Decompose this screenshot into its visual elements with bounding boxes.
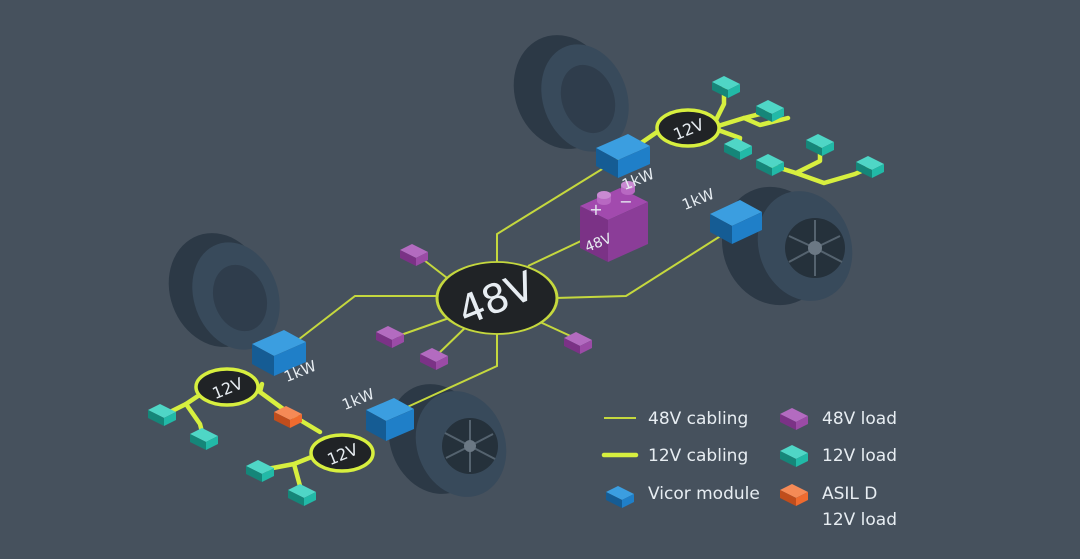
hub-12v-front-right: 12V xyxy=(309,433,375,473)
legend-label-vicor-module: Vicor module xyxy=(648,484,760,504)
wheel-rear-left xyxy=(513,35,629,152)
vicor-module-front-left xyxy=(252,330,306,376)
vicor-module-rear-top xyxy=(596,134,650,178)
battery-48v: + − 48V xyxy=(580,181,648,262)
hub-48v: 48V xyxy=(435,261,559,335)
legend-label-48v-cabling: 48V cabling xyxy=(648,409,748,429)
load-12v-rear-4 xyxy=(806,134,834,156)
battery-plus-label: + xyxy=(589,200,602,219)
load-12v-front-3 xyxy=(246,460,274,482)
load-12v-rear-2 xyxy=(756,100,784,122)
vicor-module-rear-right xyxy=(710,200,762,244)
vicor-module-front-bottom xyxy=(366,398,414,441)
load-12v-front-2 xyxy=(190,428,218,450)
legend-label-12v-load: 12V load xyxy=(822,446,897,466)
load-12v-front-1 xyxy=(148,404,176,426)
legend-item-asil-d: ASIL D 12V load xyxy=(780,484,897,530)
legend-label-48v-load: 48V load xyxy=(822,409,897,429)
legend-label-12v-cabling: 12V cabling xyxy=(648,446,748,466)
load-48v-top xyxy=(400,244,428,266)
legend-item-vicor-module: Vicor module xyxy=(606,484,760,508)
load-12v-rear-1 xyxy=(712,76,740,98)
load-12v-rear-6 xyxy=(856,156,884,178)
hub-12v-front-left: 12V xyxy=(194,367,260,407)
cables-48v xyxy=(284,157,731,415)
legend-item-12v-load: 12V load xyxy=(780,445,897,467)
load-48v-bottom xyxy=(420,348,448,370)
load-12v-front-4 xyxy=(288,484,316,506)
asil-d-load xyxy=(274,406,302,428)
load-48v-left xyxy=(376,326,404,348)
wheel-front-left xyxy=(168,233,280,350)
legend-item-48v-load: 48V load xyxy=(780,408,897,430)
legend-item-12v-cabling: 12V cabling xyxy=(601,446,748,466)
load-48v-right xyxy=(564,332,592,354)
legend-label-asil-line1: ASIL D xyxy=(822,484,877,504)
legend: 48V cabling 12V cabling Vicor module 48V… xyxy=(601,408,897,530)
hub-12v-rear: 12V xyxy=(655,108,721,148)
load-12v-rear-5 xyxy=(756,154,784,176)
battery-minus-label: − xyxy=(619,192,632,211)
legend-item-48v-cabling: 48V cabling xyxy=(604,409,748,429)
legend-label-asil-line2: 12V load xyxy=(822,510,897,530)
load-12v-rear-3 xyxy=(724,138,752,160)
